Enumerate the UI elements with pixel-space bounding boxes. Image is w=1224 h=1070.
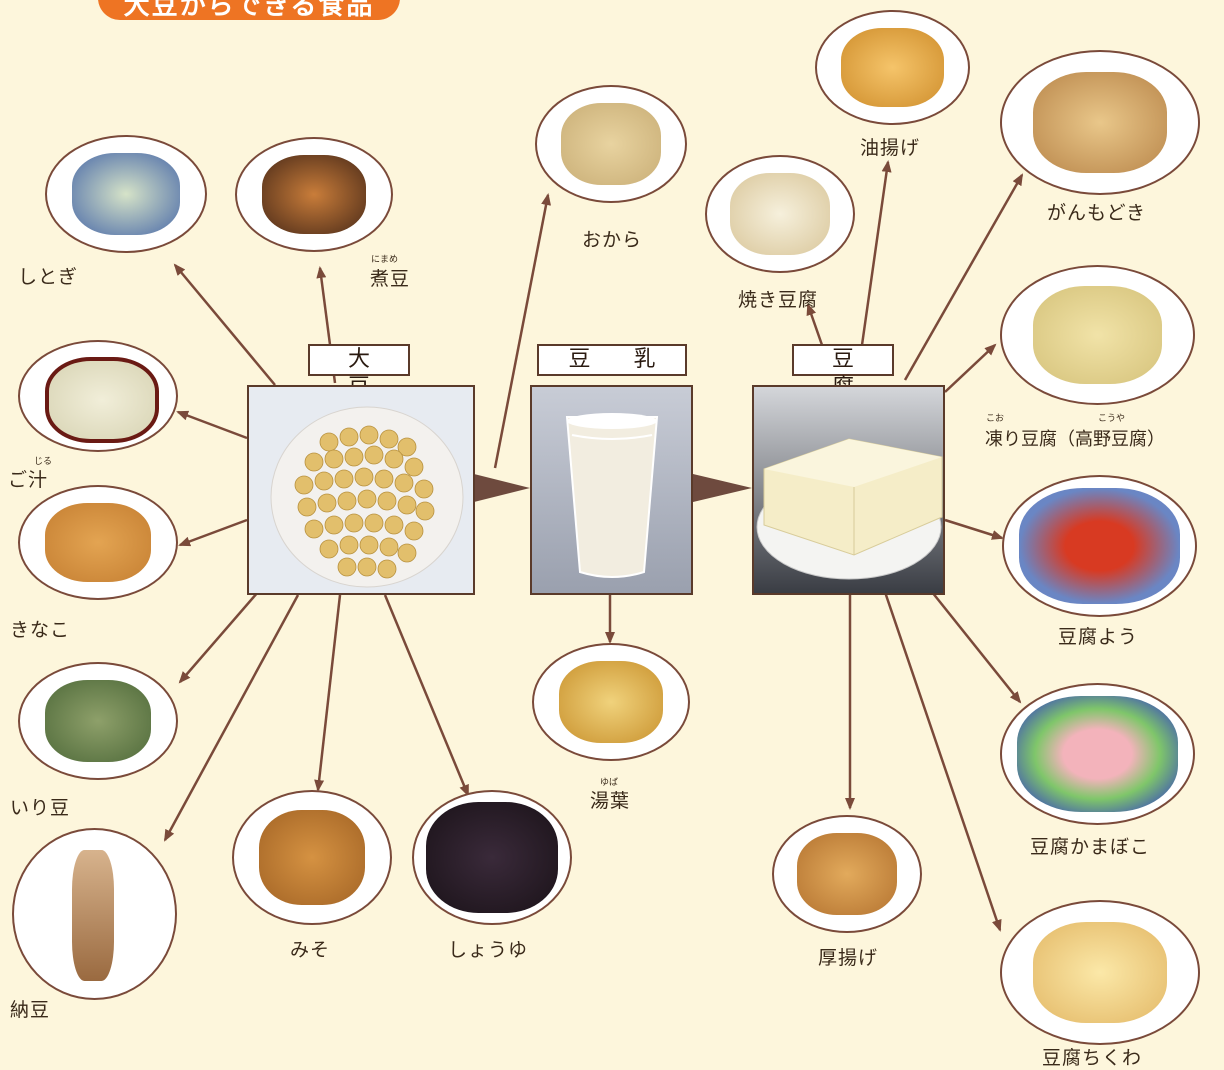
arrow-to-tofukamaboko [931, 591, 1022, 704]
ruby-yuba: ゆば [600, 778, 619, 788]
oval-nimame [235, 137, 393, 252]
label-irimame: いり豆 [10, 797, 71, 819]
ruby-koridofu-2: こうや [1098, 414, 1126, 424]
label-nimame: 煮豆 [370, 268, 411, 290]
label-daizu: 大 豆 [308, 344, 410, 400]
label-kinako: きなこ [10, 619, 71, 641]
arrow-to-gojiru [176, 410, 248, 440]
arrow-to-miso [314, 594, 342, 792]
label-tofukamaboko: 豆腐かまぼこ [1030, 836, 1151, 858]
oval-koridofu [1000, 265, 1195, 405]
label-natto: 納豆 [10, 999, 51, 1021]
photo-toufu [752, 385, 945, 595]
oval-miso [232, 790, 392, 925]
soymilk-glass-image [565, 413, 659, 578]
oval-shoyu [412, 790, 572, 925]
label-shoyu: しょうゆ [448, 939, 529, 961]
label-tounyu: 豆 乳 [537, 344, 687, 376]
oval-gojiru [18, 340, 178, 452]
arrow-daizu-to-tounyu [474, 474, 530, 502]
label-toufu: 豆 腐 [792, 344, 894, 400]
arrow-to-shoyu [383, 594, 470, 797]
arrow-to-aburaage [860, 160, 892, 346]
arrow-to-tofuyo [944, 518, 1004, 540]
oval-irimame [18, 662, 178, 780]
label-koridofu: 凍り豆腐（高野豆腐） [985, 429, 1165, 450]
oval-shitogi [45, 135, 207, 253]
oval-tofuyo [1002, 475, 1197, 617]
page-title-badge: 大豆からできる食品 [98, 0, 400, 20]
oval-tofukamaboko [1000, 683, 1195, 825]
soybeans-image [270, 406, 464, 588]
oval-yakidofu [705, 155, 855, 273]
oval-ganmodoki [1000, 50, 1200, 195]
label-shitogi: しとぎ [18, 266, 79, 288]
oval-okara [535, 85, 687, 203]
ruby-nimame: にまめ [371, 255, 399, 265]
ruby-gojiru: じる [34, 457, 53, 467]
label-ganmodoki: がんもどき [1047, 202, 1147, 224]
oval-tofuchikuwa [1000, 900, 1200, 1045]
label-aburaage: 油揚げ [860, 137, 921, 159]
label-gojiru: ご汁 [8, 469, 49, 491]
oval-kinako [18, 485, 178, 600]
label-tofuchikuwa: 豆腐ちくわ [1042, 1047, 1143, 1069]
photo-daizu [247, 385, 475, 595]
ruby-koridofu-1: こお [986, 414, 1005, 424]
arrow-to-irimame [178, 591, 259, 684]
label-miso: みそ [290, 939, 331, 961]
label-tofuyo: 豆腐よう [1058, 626, 1139, 648]
arrow-to-koridofu [944, 343, 997, 393]
label-okara: おから [582, 229, 643, 251]
arrow-to-shitogi [173, 263, 276, 386]
tofu-block-image [756, 438, 943, 580]
oval-natto [12, 828, 177, 1000]
oval-aburaage [815, 10, 970, 125]
oval-atsuage [772, 815, 922, 933]
label-yuba: 湯葉 [590, 790, 631, 812]
arrow-tounyu-to-toufu [693, 474, 752, 502]
photo-tounyu [530, 385, 693, 595]
label-atsuage: 厚揚げ [818, 947, 879, 969]
oval-yuba [532, 643, 690, 761]
label-yakidofu: 焼き豆腐 [738, 289, 819, 311]
arrow-to-kinako [178, 518, 248, 547]
